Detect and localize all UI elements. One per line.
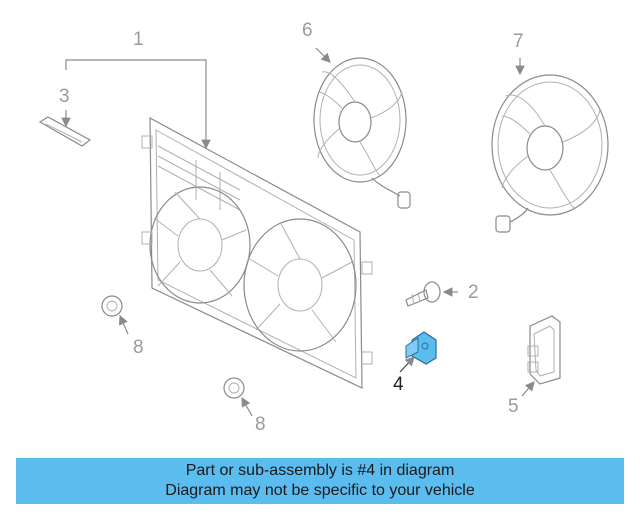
part-5-bracket [521,315,561,397]
part-8-grommet-a [101,295,129,335]
callout-7: 7 [513,31,524,52]
part-7-fan [491,74,609,233]
callout-2: 2 [468,282,479,303]
parts-diagram [38,47,609,417]
part-3-label-plate [38,116,92,147]
leader-lines [61,47,525,150]
part-8-grommet-b [223,377,253,417]
banner-line-1: Part or sub-assembly is #4 in diagram [185,462,455,479]
part-4-bracket [399,331,437,373]
part-2-screw [405,281,458,307]
banner-line-2: Diagram may not be specific to your vehi… [165,482,475,499]
info-banner: Part or sub-assembly is #4 in diagram Di… [16,458,624,504]
part-1-fan-shroud [141,116,373,389]
callout-6: 6 [302,20,313,41]
callout-3: 3 [59,86,70,107]
part-6-fan [313,57,411,209]
callout-4: 4 [393,374,404,395]
callout-8b: 8 [255,414,266,435]
callout-1: 1 [133,29,144,50]
callout-5: 5 [508,396,519,417]
callout-8a: 8 [133,337,144,358]
